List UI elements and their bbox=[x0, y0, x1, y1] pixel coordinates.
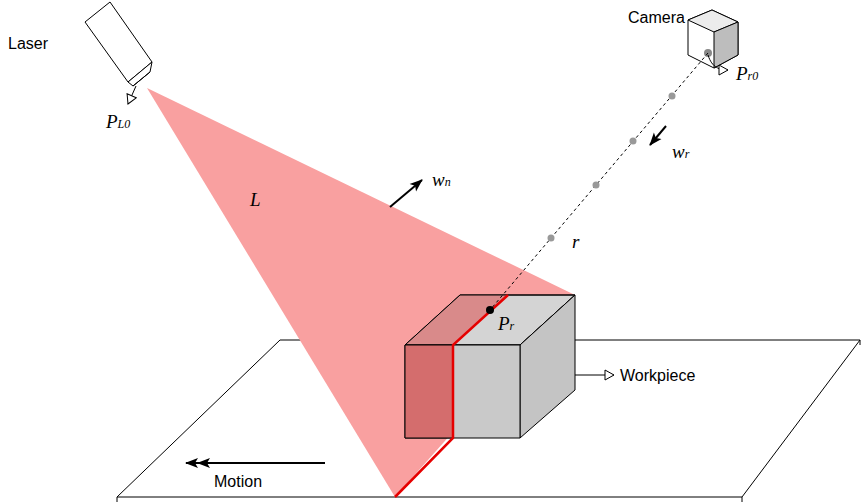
vector-label: wn bbox=[432, 170, 451, 189]
motion-label: Motion bbox=[214, 474, 262, 490]
plane-label: L bbox=[250, 190, 261, 209]
vector-label: wr bbox=[672, 142, 689, 161]
part-name: Laser bbox=[8, 36, 48, 52]
part-name: Camera bbox=[628, 10, 685, 26]
ray-label: r bbox=[572, 232, 579, 251]
point-label: Pr bbox=[498, 314, 514, 333]
point-label: Pr0 bbox=[736, 64, 758, 83]
point-label: PL0 bbox=[106, 112, 130, 131]
part-name: Workpiece bbox=[620, 368, 695, 384]
